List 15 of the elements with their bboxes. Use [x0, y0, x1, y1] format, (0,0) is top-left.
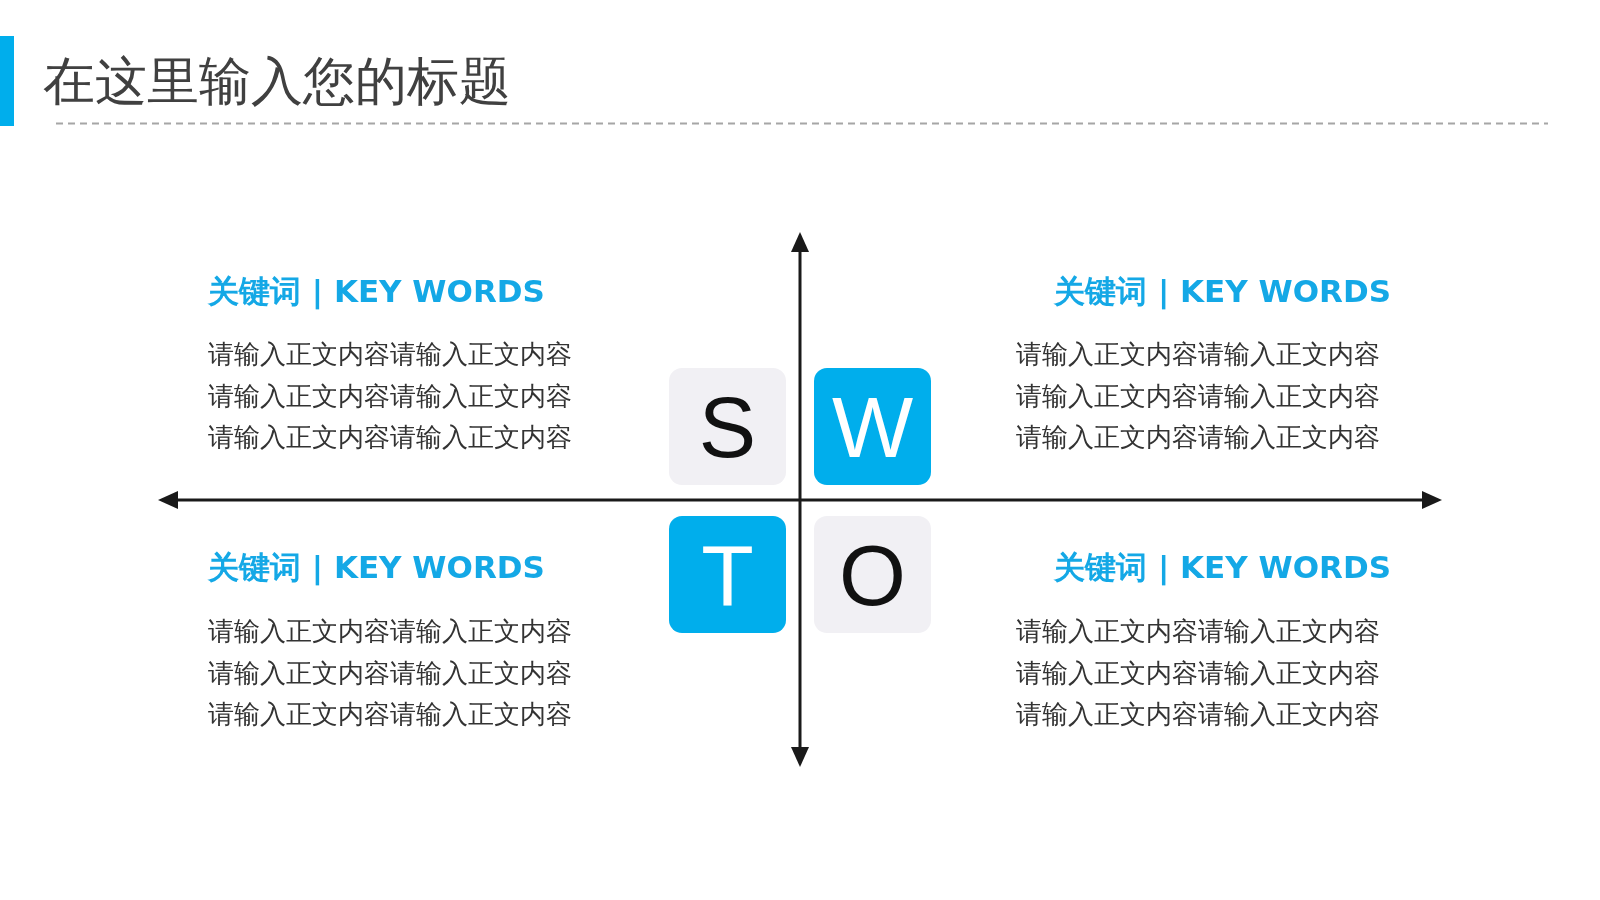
letter-tile	[814, 368, 931, 485]
tile-letter: O	[839, 526, 906, 623]
slide-title: 在这里输入您的标题	[43, 50, 511, 112]
section-heading: 关键词 | KEY WORDS	[208, 548, 545, 587]
tile-letter: T	[701, 526, 754, 623]
body-text: 请输入正文内容请输入正文内容请输入正文内容请输入正文内容请输入正文内容请输入正文内容	[1016, 338, 1381, 454]
tile-letter: W	[831, 378, 914, 475]
body-text: 请输入正文内容请输入正文内容请输入正文内容请输入正文内容请输入正文内容请输入正文内容	[1016, 615, 1381, 731]
section-heading: 关键词 | KEY WORDS	[1054, 272, 1391, 311]
section-heading: 关键词 | KEY WORDS	[208, 272, 545, 311]
body-text: 请输入正文内容请输入正文内容请输入正文内容请输入正文内容请输入正文内容请输入正文内容	[208, 338, 573, 454]
letter-tile	[669, 516, 786, 633]
section-heading: 关键词 | KEY WORDS	[1054, 548, 1391, 587]
tile-letter: S	[698, 378, 757, 475]
body-text: 请输入正文内容请输入正文内容请输入正文内容请输入正文内容请输入正文内容请输入正文内容	[208, 615, 573, 731]
